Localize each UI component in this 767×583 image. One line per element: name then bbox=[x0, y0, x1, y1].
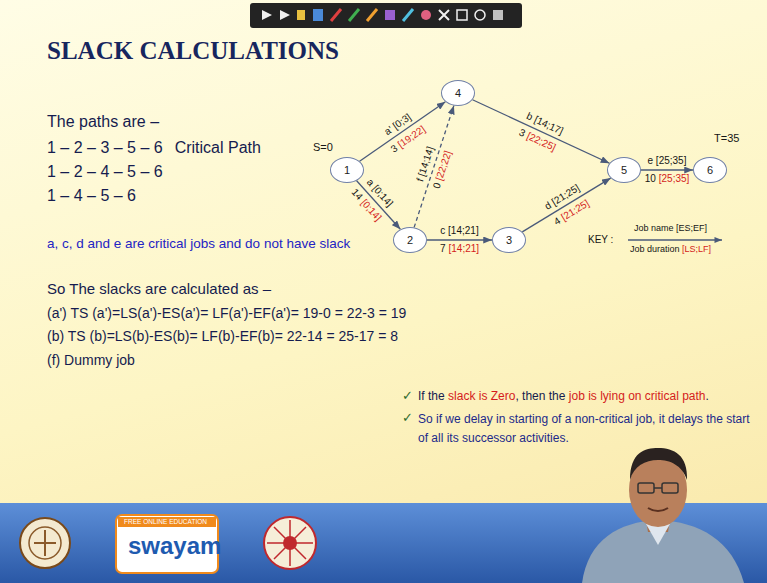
activity-label: e [25;35] 10[25;35] bbox=[645, 155, 690, 185]
slide-text: a, c, d and e are critical jobs and do n… bbox=[47, 236, 350, 252]
node-number: 4 bbox=[455, 87, 461, 99]
slide-text: (f) Dummy job bbox=[47, 352, 135, 369]
presenter bbox=[582, 448, 744, 583]
activity-arrow bbox=[641, 169, 693, 170]
slide-text: (b) TS (b)=LS(b)-ES(b)= LF(b)-EF(b)= 22-… bbox=[47, 328, 398, 345]
node-number: 3 bbox=[506, 234, 512, 246]
slide-text: 1 – 4 – 5 – 6 bbox=[47, 186, 136, 205]
slide-text: T=35 bbox=[714, 132, 739, 145]
job-name: f [14;14] bbox=[414, 145, 436, 183]
job-duration: 0 bbox=[431, 181, 443, 190]
key-text: Job name[ES;EF] bbox=[634, 223, 707, 234]
late-times: [25;35] bbox=[659, 173, 690, 184]
job-name: c [14;21] bbox=[440, 225, 478, 236]
path-note: Critical Path bbox=[175, 138, 261, 157]
job-duration: 3 bbox=[517, 126, 527, 138]
event-node: 4 bbox=[441, 80, 475, 106]
row-text: If the bbox=[418, 389, 445, 403]
node-number: 1 bbox=[344, 164, 350, 176]
job-name: e [25;35] bbox=[648, 155, 687, 166]
event-node: 2 bbox=[393, 227, 427, 253]
row-text: job is lying on critical path bbox=[569, 389, 706, 403]
logo-text: swayam bbox=[128, 532, 221, 561]
row-text: Job name bbox=[634, 223, 674, 233]
job-duration: 7 bbox=[440, 243, 446, 254]
toolbar bbox=[250, 3, 522, 28]
activity-label: a' [0;3]3[19;22] bbox=[378, 108, 427, 155]
key-text: Job duration[LS;LF] bbox=[630, 244, 711, 255]
event-node: 3 bbox=[492, 227, 526, 253]
bullet-text: So if we delay in starting of a non-crit… bbox=[418, 410, 760, 448]
node-number: 2 bbox=[407, 234, 413, 246]
activity-label: d [21;25]4[21;25] bbox=[542, 182, 591, 228]
late-times: [22;22] bbox=[433, 149, 453, 181]
row-text: slack is Zero bbox=[448, 389, 515, 403]
slide-text: (a') TS (a')=LS(a')-ES(a')= LF(a')-EF(a'… bbox=[47, 305, 406, 322]
event-node: 5 bbox=[607, 157, 641, 183]
activity-label: f [14;14]0[22;22] bbox=[414, 143, 455, 190]
slide-title: SLACK CALCULATIONS bbox=[47, 36, 339, 66]
job-duration: 4 bbox=[551, 215, 561, 227]
event-node: 6 bbox=[693, 157, 727, 183]
check-mark: ✓ bbox=[402, 410, 413, 426]
late-times: [14;21] bbox=[448, 243, 479, 254]
emblem-logo bbox=[264, 517, 316, 569]
institute-logo bbox=[20, 518, 70, 568]
activity-label: c [14;21] 7[14;21] bbox=[440, 225, 479, 255]
bullet-text: If theslack is Zero, then the job is lyin… bbox=[418, 389, 709, 403]
activity-label: b [14;17]3[22;25] bbox=[517, 110, 565, 154]
activity-arrow bbox=[427, 239, 492, 240]
event-node: 1 bbox=[330, 157, 364, 183]
row-text: . bbox=[706, 389, 709, 403]
key-arrow bbox=[628, 240, 722, 241]
slide-text: S=0 bbox=[313, 141, 333, 154]
slide-text: 1 – 2 – 3 – 5 – 6 bbox=[47, 138, 163, 157]
activity-arrow bbox=[522, 178, 610, 232]
row-text: Job duration bbox=[630, 244, 680, 254]
activity-label: a [0;14]14[0;14] bbox=[349, 175, 397, 224]
check-mark: ✓ bbox=[402, 388, 413, 404]
slide-text: So The slacks are calculated as – bbox=[47, 280, 271, 298]
activity-arrow bbox=[473, 100, 610, 164]
row-text: [LS;LF] bbox=[682, 244, 711, 254]
logo-text: FREE ONLINE EDUCATION bbox=[124, 517, 207, 527]
row-text: [ES;EF] bbox=[676, 223, 707, 233]
job-duration: 10 bbox=[645, 173, 656, 184]
node-number: 6 bbox=[707, 164, 713, 176]
row-text: , then the bbox=[515, 389, 565, 403]
slide-text: KEY : bbox=[588, 234, 613, 246]
node-number: 5 bbox=[621, 164, 627, 176]
slide-text: 1 – 2 – 4 – 5 – 6 bbox=[47, 162, 163, 181]
slide-text: The paths are – bbox=[47, 112, 159, 131]
